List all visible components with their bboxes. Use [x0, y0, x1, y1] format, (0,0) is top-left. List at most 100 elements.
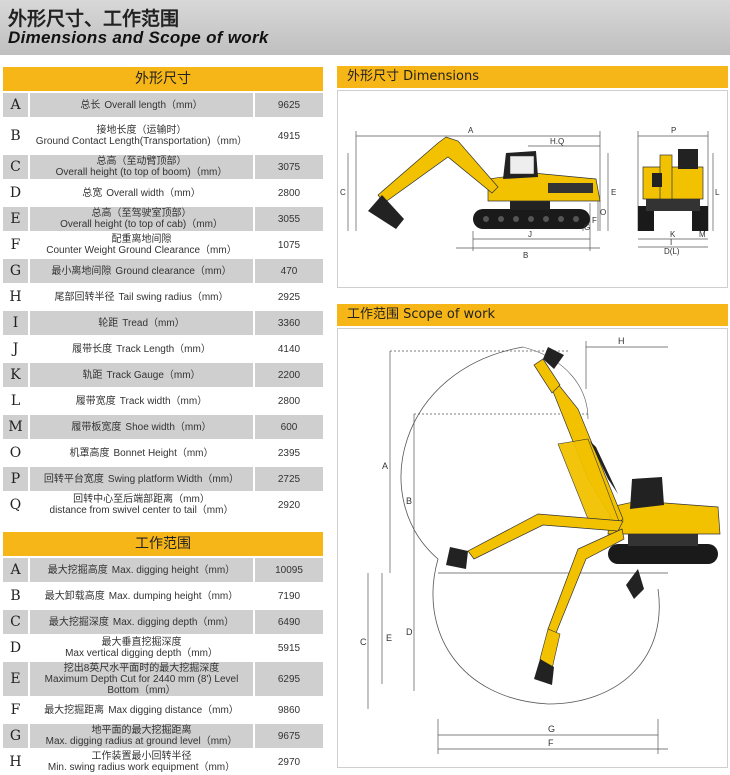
dim-label-o: O [600, 208, 606, 217]
row-value: 3055 [255, 207, 323, 233]
row-description-cn: 工作装置最小回转半径 [91, 751, 192, 762]
row-key: A [3, 558, 28, 584]
row-value: 2800 [255, 389, 323, 415]
row-key: O [3, 441, 28, 467]
row-value: 2970 [255, 750, 323, 775]
page-header: 外形尺寸、工作范围 Dimensions and Scope of work [0, 0, 730, 55]
row-description-en: Shoe width（mm） [125, 421, 212, 433]
dimensions-panel-title: 外形尺寸 Dimensions [347, 69, 480, 84]
row-description: 总高（至动臂顶部）Overall height (to top of boom)… [28, 155, 255, 181]
row-description-cn: 接地长度（运输时） [96, 125, 187, 136]
row-key: E [3, 207, 28, 233]
row-value: 6295 [255, 662, 323, 698]
row-value: 2725 [255, 467, 323, 493]
row-description-en: Bonnet Height（mm） [113, 447, 214, 459]
dim-label-l: L [715, 188, 720, 197]
row-description-en: Overall width（mm） [106, 187, 201, 199]
row-key: D [3, 181, 28, 207]
row-key: D [3, 636, 28, 662]
row-description-cn: 地平面的最大挖掘距离 [91, 725, 192, 736]
row-key: A [3, 93, 28, 119]
row-value: 3360 [255, 311, 323, 337]
dim-label-k: K [670, 230, 676, 239]
work-table-title-band: 工作范围 [3, 532, 323, 556]
row-key: F [3, 233, 28, 259]
row-description-en: Max. dumping height（mm） [108, 590, 239, 602]
row-description-en: Swing platform Width（mm） [107, 473, 240, 485]
row-description-cn: 回转中心至后端部距离（mm） [73, 494, 210, 505]
work-table-title: 工作范围 [135, 536, 191, 552]
row-key: E [3, 662, 28, 698]
row-description-en: Max. digging radius at ground level（mm） [45, 736, 238, 747]
row-description-cn: 总宽 [82, 187, 103, 199]
page-title-cn: 外形尺寸、工作范围 [8, 8, 180, 30]
row-key: J [3, 337, 28, 363]
row-value: 9675 [255, 724, 323, 750]
dim-label-dl: D(L) [664, 247, 680, 256]
row-value: 3075 [255, 155, 323, 181]
work-label-g: G [548, 724, 555, 734]
row-description-en: Overall height (to top of boom)（mm） [55, 167, 228, 178]
work-label-c: C [360, 637, 367, 647]
row-key: C [3, 610, 28, 636]
work-panel-title: 工作范围 Scope of work [347, 307, 495, 322]
row-description-en: Tread（mm） [122, 317, 185, 329]
excavator-front-view [638, 149, 708, 231]
dim-label-hq: H.Q [550, 137, 564, 146]
row-value: 470 [255, 259, 323, 285]
row-description-cn: 机罩高度 [69, 447, 110, 459]
dimensions-drawing: A H.Q C E O F G J B P L K M I D(L) [340, 126, 720, 260]
dimensions-panel-title-band: 外形尺寸 Dimensions [337, 66, 728, 88]
row-description-cn: 最大垂直挖掘深度 [101, 637, 182, 648]
page-title-en: Dimensions and Scope of work [8, 28, 269, 47]
row-description-cn: 总高（至驾驶室顶部） [91, 208, 192, 219]
row-key: P [3, 467, 28, 493]
row-description-en: Counter Weight Ground Clearance（mm） [46, 245, 237, 256]
dim-label-b: B [523, 251, 528, 260]
row-description-en: Max vertical digging depth（mm） [65, 648, 218, 659]
dim-label-f: F [592, 216, 597, 225]
row-key: G [3, 259, 28, 285]
work-label-b: B [406, 496, 412, 506]
row-description-en: Overall length（mm） [104, 99, 203, 111]
row-key: H [3, 285, 28, 311]
work-label-e: E [386, 633, 392, 643]
row-value: 9625 [255, 93, 323, 119]
row-description-cn: 履带板宽度 [71, 421, 122, 433]
row-value: 2800 [255, 181, 323, 207]
row-description-cn: 总高（至动臂顶部） [96, 156, 187, 167]
row-key: G [3, 724, 28, 750]
row-key: B [3, 584, 28, 610]
dimensions-drawing-panel: A H.Q C E O F G J B P L K M I D(L) [337, 90, 728, 288]
row-description-cn: 挖出8英尺水平面时的最大挖掘深度 [63, 662, 220, 674]
row-description-cn: 履带长度 [72, 343, 113, 355]
row-value: 2395 [255, 441, 323, 467]
excavator-work-view [446, 347, 721, 685]
row-description-cn: 配重离地间隙 [111, 234, 172, 245]
